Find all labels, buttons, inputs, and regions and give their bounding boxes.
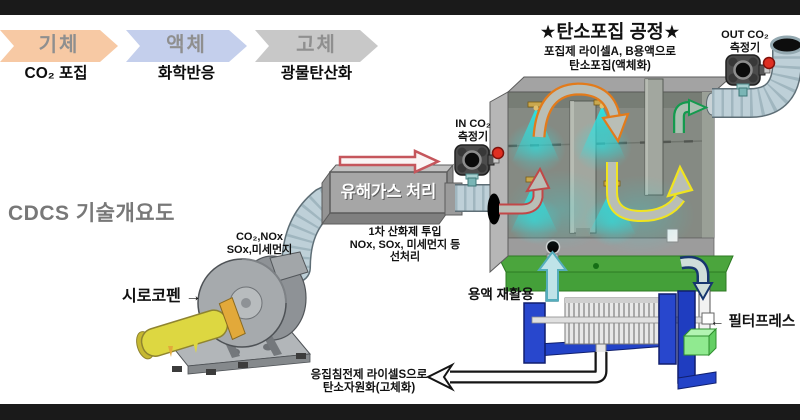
filter-press	[523, 290, 718, 390]
in-co2-sensor-label: IN CO₂ 측정기	[443, 118, 503, 143]
flow-arrow-red	[499, 166, 551, 215]
out-co2-label-line2: 측정기	[729, 41, 761, 54]
pretreatment-line3: 선처리	[389, 251, 421, 264]
solidify-line2: 탄소자원화(고체화)	[322, 382, 416, 395]
gas-flow-arrow	[338, 149, 442, 174]
out-co2-sensor-label: OUT CO₂ 측정기	[713, 29, 777, 54]
letterbox-bottom	[0, 404, 800, 420]
fan-intake-duct	[136, 297, 246, 360]
emission-line2: SOx,미세먼지	[226, 243, 293, 256]
process-subtitle-line1: 포집제 라이셀A, B용액으로	[544, 46, 676, 58]
recycle-label: 용액 재활용	[468, 287, 534, 302]
banner-chevron-gas	[0, 30, 118, 62]
banner-step-liquid: 액체	[166, 34, 207, 56]
banner-sub-solid: 광물탄산화	[280, 65, 353, 82]
fan-label: 시로코펜 →	[122, 288, 202, 305]
gas-treatment-box-label: 유해가스 처리	[340, 183, 437, 202]
pretreatment-note: 1차 산화제 투입 NOx, SOx, 미세먼지 등 선처리	[342, 226, 468, 264]
drain-pipe-arrow	[425, 352, 608, 392]
in-co2-label-line1: IN CO₂	[455, 118, 491, 130]
sirocco-fan	[136, 251, 311, 375]
pretreatment-line2: NOx, SOx, 미세먼지 등	[349, 238, 461, 251]
outlet-pipe	[712, 35, 800, 118]
banner-sub-gas: CO₂ 포집	[24, 65, 88, 82]
process-step-banner	[0, 30, 378, 62]
emission-line1: CO₂,NOx	[235, 231, 284, 243]
banner-chevron-solid	[255, 30, 378, 62]
banner-sub-liquid: 화학반응	[157, 65, 216, 82]
banner-step-gas: 기체	[38, 34, 80, 56]
out-co2-label-line1: OUT CO₂	[721, 29, 769, 41]
pretreatment-line1: 1차 산화제 투입	[368, 226, 442, 238]
solidify-note: 응집침전제 라이셀S으로 탄소자원화(고체화)	[306, 369, 432, 395]
filter-press-label: ← 필터프레스	[710, 314, 796, 330]
flow-arrow-green-out	[673, 98, 709, 133]
banner-step-solid: 고체	[296, 34, 337, 56]
process-title: ★탄소포집 공정★	[539, 21, 681, 42]
recycle-arrow	[537, 250, 568, 302]
in-co2-label-line2: 측정기	[457, 130, 489, 143]
solidify-line1: 응집침전제 라이셀S으로	[310, 369, 428, 381]
banner-chevron-liquid	[126, 30, 247, 62]
process-subtitle-line2: 탄소포집(액체화)	[569, 60, 651, 72]
flow-arrow-orange-arch	[532, 82, 630, 144]
flow-arrow-yellow-u	[606, 162, 694, 223]
page-title: CDCS 기술개요도	[8, 202, 175, 225]
emission-note: CO₂,NOx SOx,미세먼지	[212, 231, 307, 256]
letterbox-top	[0, 0, 800, 15]
